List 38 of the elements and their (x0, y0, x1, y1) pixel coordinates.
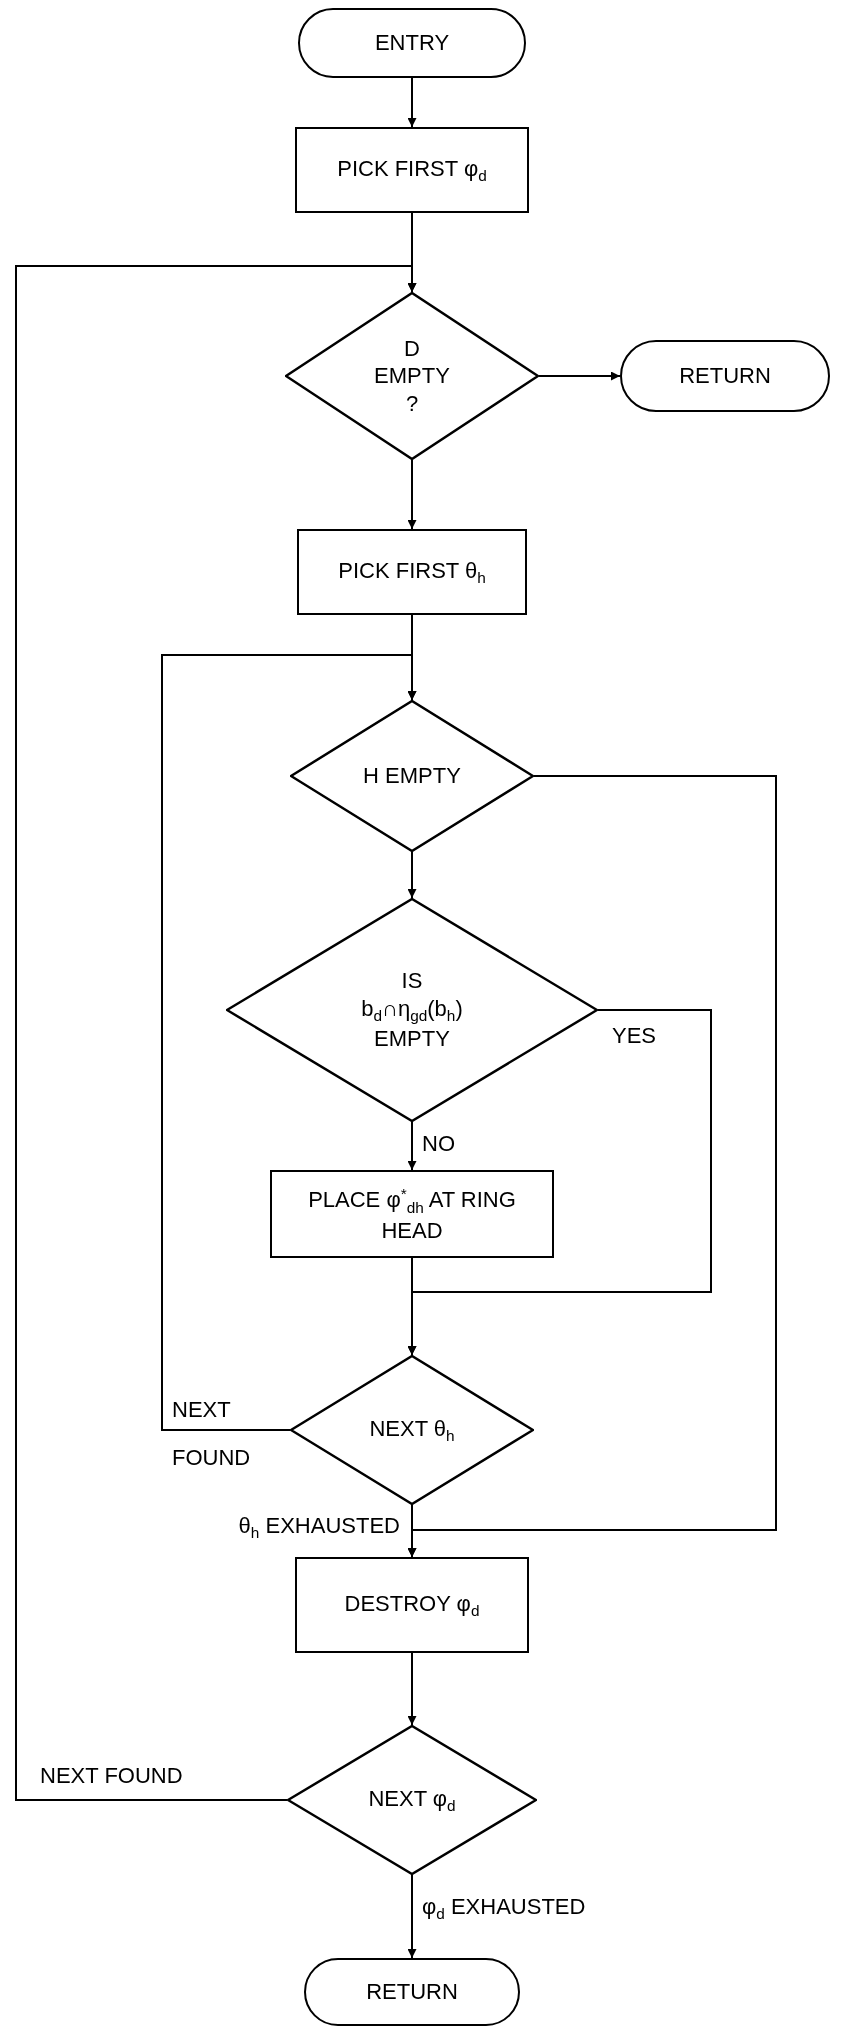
edge-label: NEXT FOUND (40, 1762, 184, 1790)
node-label: IS b$_{d}$∩η$_{gd}$(b$_{h}$) EMPTY (360, 967, 464, 1053)
process-box (295, 127, 529, 213)
node-label: ENTRY (373, 29, 451, 57)
arrow (407, 77, 417, 128)
arrow (161, 654, 417, 1431)
node-label: DESTROY φ$_{d}$ (343, 1589, 481, 1621)
decision-diamond (285, 292, 539, 460)
node-label: D EMPTY ? (373, 334, 451, 418)
edge-label: YES (612, 1022, 658, 1050)
decision-diamond (287, 1725, 537, 1875)
decision-diamond (290, 700, 534, 852)
node-label: PICK FIRST θ$_{h}$ (337, 556, 487, 588)
edge-label: NO (422, 1130, 456, 1158)
node-label: RETURN (678, 362, 772, 390)
node-label: PICK FIRST φ$_{d}$ (336, 154, 488, 186)
process-box (297, 529, 527, 615)
arrow (407, 459, 417, 530)
edge-label: φ$_{d}$ EXHAUSTED (422, 1893, 587, 1924)
arrow (407, 1121, 417, 1171)
process-box (295, 1557, 529, 1653)
decision-diamond (226, 898, 598, 1122)
process-box (270, 1170, 554, 1258)
node-label: NEXT φ$_{d}$ (367, 1784, 457, 1816)
decision-diamond (290, 1355, 534, 1505)
node-label: H EMPTY (362, 762, 462, 790)
node-label: PLACE φ$^{*}$$_{dh}$ AT RING HEAD (307, 1183, 517, 1245)
arrow (407, 1652, 417, 1726)
arrow (407, 1874, 417, 1959)
arrow (407, 1257, 417, 1356)
edge-label: NEXT FOUND (172, 1396, 252, 1472)
arrow (407, 851, 417, 899)
node-label: NEXT θ$_{h}$ (368, 1414, 456, 1446)
edge-label: θ$_{h}$ EXHAUSTED (237, 1512, 400, 1543)
arrow (538, 371, 621, 381)
node-label: RETURN (365, 1978, 459, 2006)
arrow (15, 265, 417, 1801)
arrow (407, 775, 777, 1558)
